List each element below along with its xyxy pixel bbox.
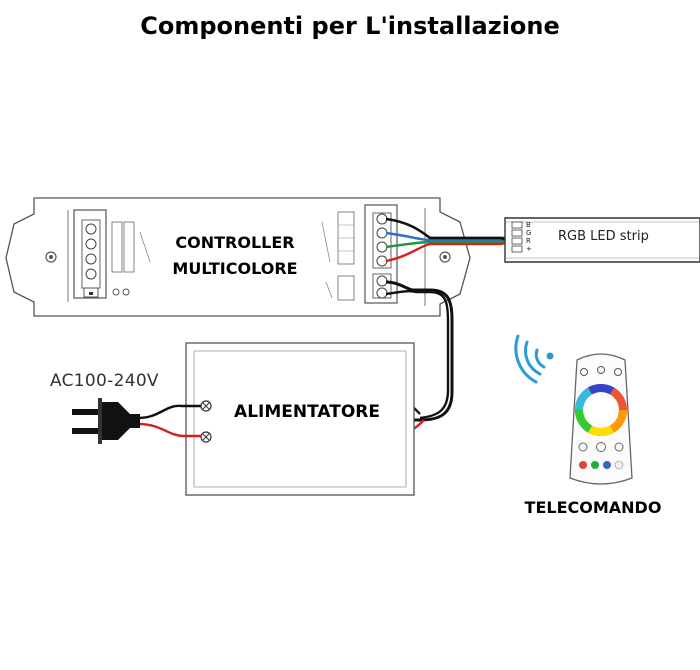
rgb-led-strip (504, 217, 700, 263)
power-supply-unit (185, 342, 415, 496)
ac-plug (72, 398, 201, 444)
strip-pin-g: G (526, 229, 532, 237)
ac-voltage-label: AC100-240V (50, 371, 159, 391)
page-title: Componenti per L'installazione (140, 12, 560, 40)
wireless-signal-icon (514, 334, 554, 384)
power-supply-label: ALIMENTATORE (234, 402, 380, 422)
controller-unit (5, 197, 471, 317)
controller-label-line1: CONTROLLER (175, 233, 295, 252)
led-strip-label: RGB LED strip (558, 229, 649, 244)
strip-pin-r: R (526, 237, 531, 245)
remote-control (569, 353, 633, 485)
controller-label-line2: MULTICOLORE (172, 259, 298, 278)
controller-label: CONTROLLER MULTICOLORE (150, 230, 320, 282)
remote-label: TELECOMANDO (524, 498, 662, 517)
strip-pin-plus: + (526, 245, 532, 253)
strip-pin-b: B (526, 221, 531, 229)
